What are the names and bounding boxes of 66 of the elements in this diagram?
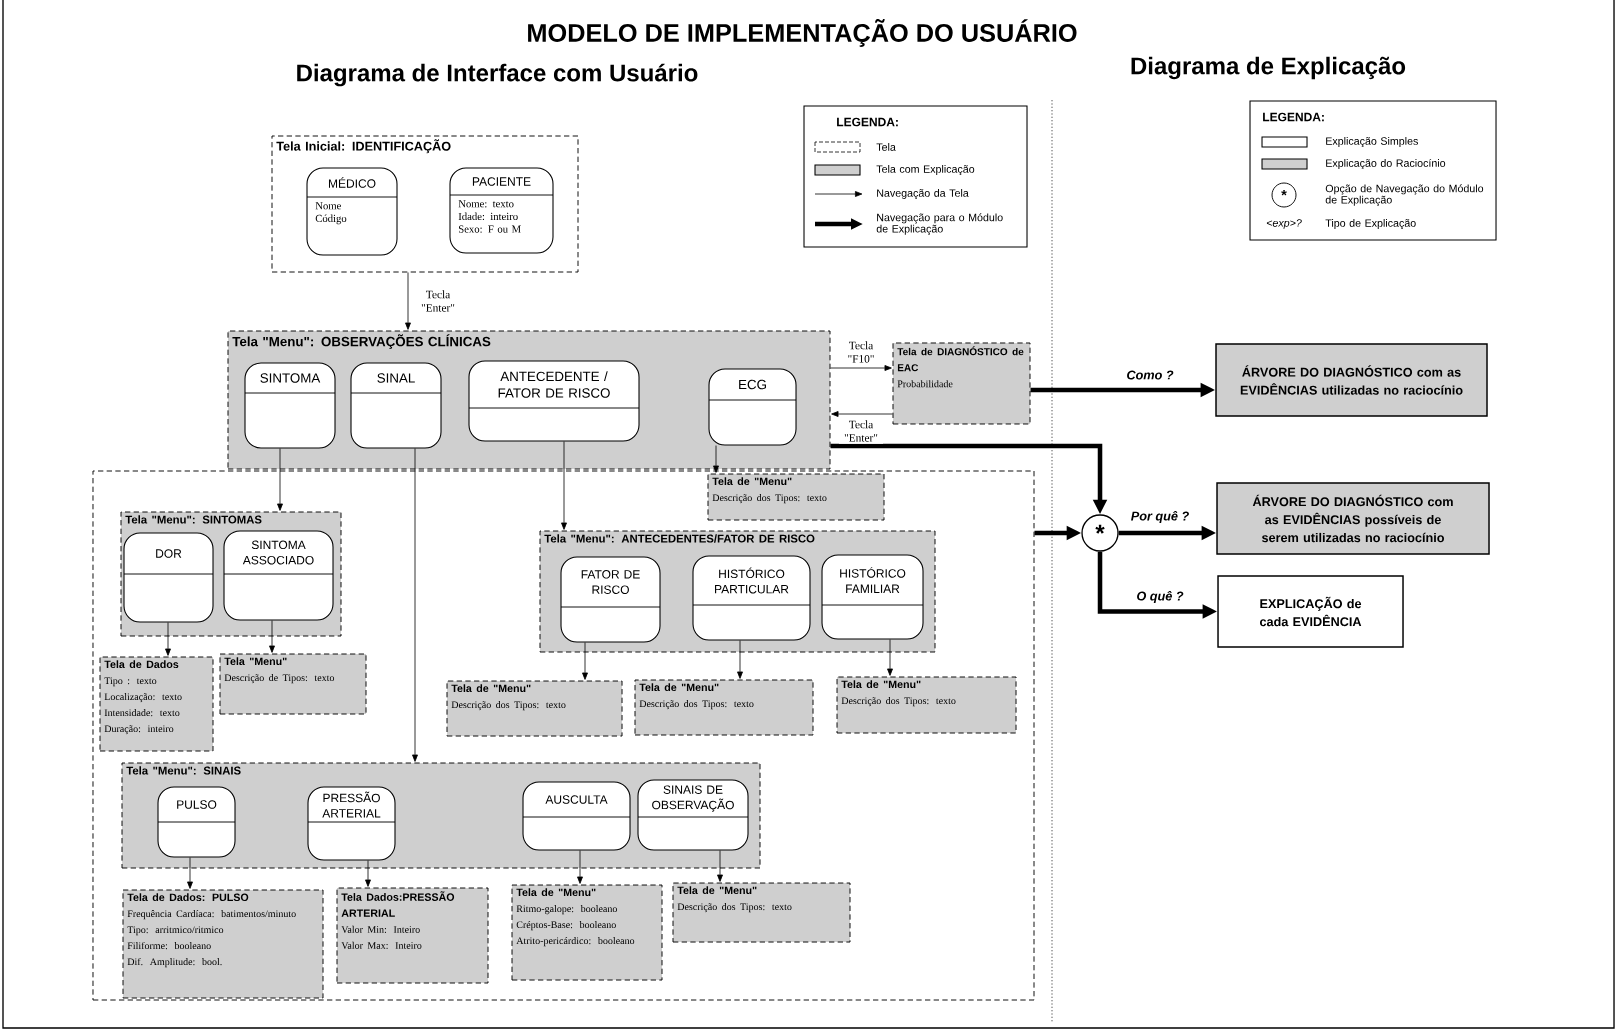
heading: Diagrama de Interface com Usuário: [297, 63, 698, 87]
rounded-box: DOR: [123, 532, 214, 623]
rounded-box: ECG: [708, 368, 797, 446]
rounded-box: HISTÓRICO FAMILIAR: [821, 554, 924, 640]
arrow: [269, 620, 275, 653]
legend-text: Navegação para o Módulo de Explicação: [876, 213, 1003, 235]
arrow: [412, 448, 418, 762]
shaded-screen-box: Tela de "Menu" Descrição dos Tipos: texto: [836, 676, 1017, 734]
rounded-box: PACIENTE Nome: texto Idade: inteiro Sexo: F ou M: [449, 167, 554, 254]
text-box: EXPLICAÇÃO de cada EVIDÊNCIA: [1217, 575, 1404, 648]
rounded-box: PRESSÃO ARTERIAL: [307, 786, 396, 861]
edge-label: Tecla "F10": [839, 339, 883, 365]
rounded-box: ANTECEDENTE / FATOR DE RISCO: [468, 360, 640, 442]
rounded-box: SINAL: [350, 362, 442, 449]
legend-text: Tela com Explicação: [876, 165, 975, 175]
arrow: [831, 411, 893, 417]
edge-label: Tecla "Enter": [839, 418, 883, 444]
legend-text: Tela: [876, 143, 896, 151]
shaded-screen-box: Tela de "Menu" Ritmo-galope: booleano Créptos-Base: booleano Atrito-pericárdico: booleano: [511, 884, 663, 981]
rounded-box: SINAIS DE OBSERVAÇÃO: [637, 779, 749, 851]
shaded-screen-box: Tela de "Menu" Descrição dos Tipos: texto: [634, 679, 814, 736]
rounded-box: FATOR DE RISCO: [560, 556, 661, 643]
arrow: [561, 441, 567, 530]
edge-label: O quê ?: [1134, 588, 1186, 606]
arrow: [277, 448, 283, 511]
shaded-screen-box: Tela de "Menu" Descrição dos Tipos: texto: [672, 882, 851, 943]
shaded-box: ÁRVORE DO DIAGNÓSTICO com as EVIDÊNCIAS utilizadas no raciocínio: [1215, 343, 1488, 417]
shaded-screen-box: Tela de "Menu" Descrição dos Tipos: texto: [446, 680, 623, 737]
rounded-box: SINTOMA ASSOCIADO: [223, 530, 334, 621]
legend-text: Navegação da Tela: [877, 189, 969, 199]
edge-label: Tecla "Enter": [416, 288, 460, 314]
shaded-screen-box: Tela "Menu" Descrição de Tipos: texto: [219, 653, 367, 715]
rounded-box: HISTÓRICO PARTICULAR: [692, 555, 811, 641]
shaded-screen-box: Tela de Dados: PULSO Frequência Cardíaca: batimentos/minuto Tipo: arritmico/ritmico Filiforme: booleano Dif. Amplitude: bool.: [122, 889, 324, 999]
legend-sample: *: [1271, 182, 1297, 208]
legend-text: Explicação Simples: [1326, 137, 1418, 147]
legend-sample: <exp>?: [1266, 219, 1302, 229]
legend-title: LEGENDA:: [1263, 112, 1324, 122]
rounded-box: SINTOMA: [244, 362, 336, 449]
legend-text: Tipo de Explicação: [1325, 219, 1416, 229]
rounded-box: PULSO: [157, 786, 236, 858]
arrow: [582, 642, 588, 680]
arrow: [887, 639, 893, 676]
shaded-screen-box: Tela Dados:PRESSÃO ARTERIAL Valor Min: Inteiro Valor Max: Inteiro: [336, 887, 489, 984]
arrow: [713, 445, 719, 473]
arrow: [365, 860, 371, 887]
edge-label: Por quê ?: [1128, 508, 1192, 526]
shaded-screen-box: Tela de "Menu" Descrição dos Tipos: texto: [707, 473, 885, 521]
shaded-box: ÁRVORE DO DIAGNÓSTICO com as EVIDÊNCIAS possíveis de serem utilizadas no raciocínio: [1216, 482, 1490, 555]
rounded-box: AUSCULTA: [522, 781, 631, 851]
edge-label: Como ?: [1124, 368, 1176, 382]
arrow: [187, 857, 193, 889]
arrow: [165, 622, 171, 656]
arrow: [405, 272, 411, 330]
rounded-box: MÉDICO Nome Código: [306, 167, 398, 256]
legend-text: Explicação do Raciocínio: [1326, 158, 1446, 170]
heading: Diagrama de Explicação: [1131, 56, 1406, 80]
title: MODELO DE IMPLEMENTAÇÃO DO USUÁRIO: [528, 19, 1077, 47]
arrow: [737, 640, 743, 679]
shaded-screen-box: Tela de DIAGNÓSTICO de EAC Probabilidade: [892, 342, 1031, 425]
arrow: [577, 850, 583, 884]
shaded-screen-box: Tela de Dados Tipo : texto Localização: texto Intensidade: texto Duração: inteiro: [99, 656, 214, 752]
arrow: [717, 850, 723, 882]
arrow: [830, 365, 892, 371]
legend-text: Opção de Navegação do Módulo de Explicação: [1325, 184, 1484, 206]
legend-title: LEGENDA:: [837, 117, 898, 127]
